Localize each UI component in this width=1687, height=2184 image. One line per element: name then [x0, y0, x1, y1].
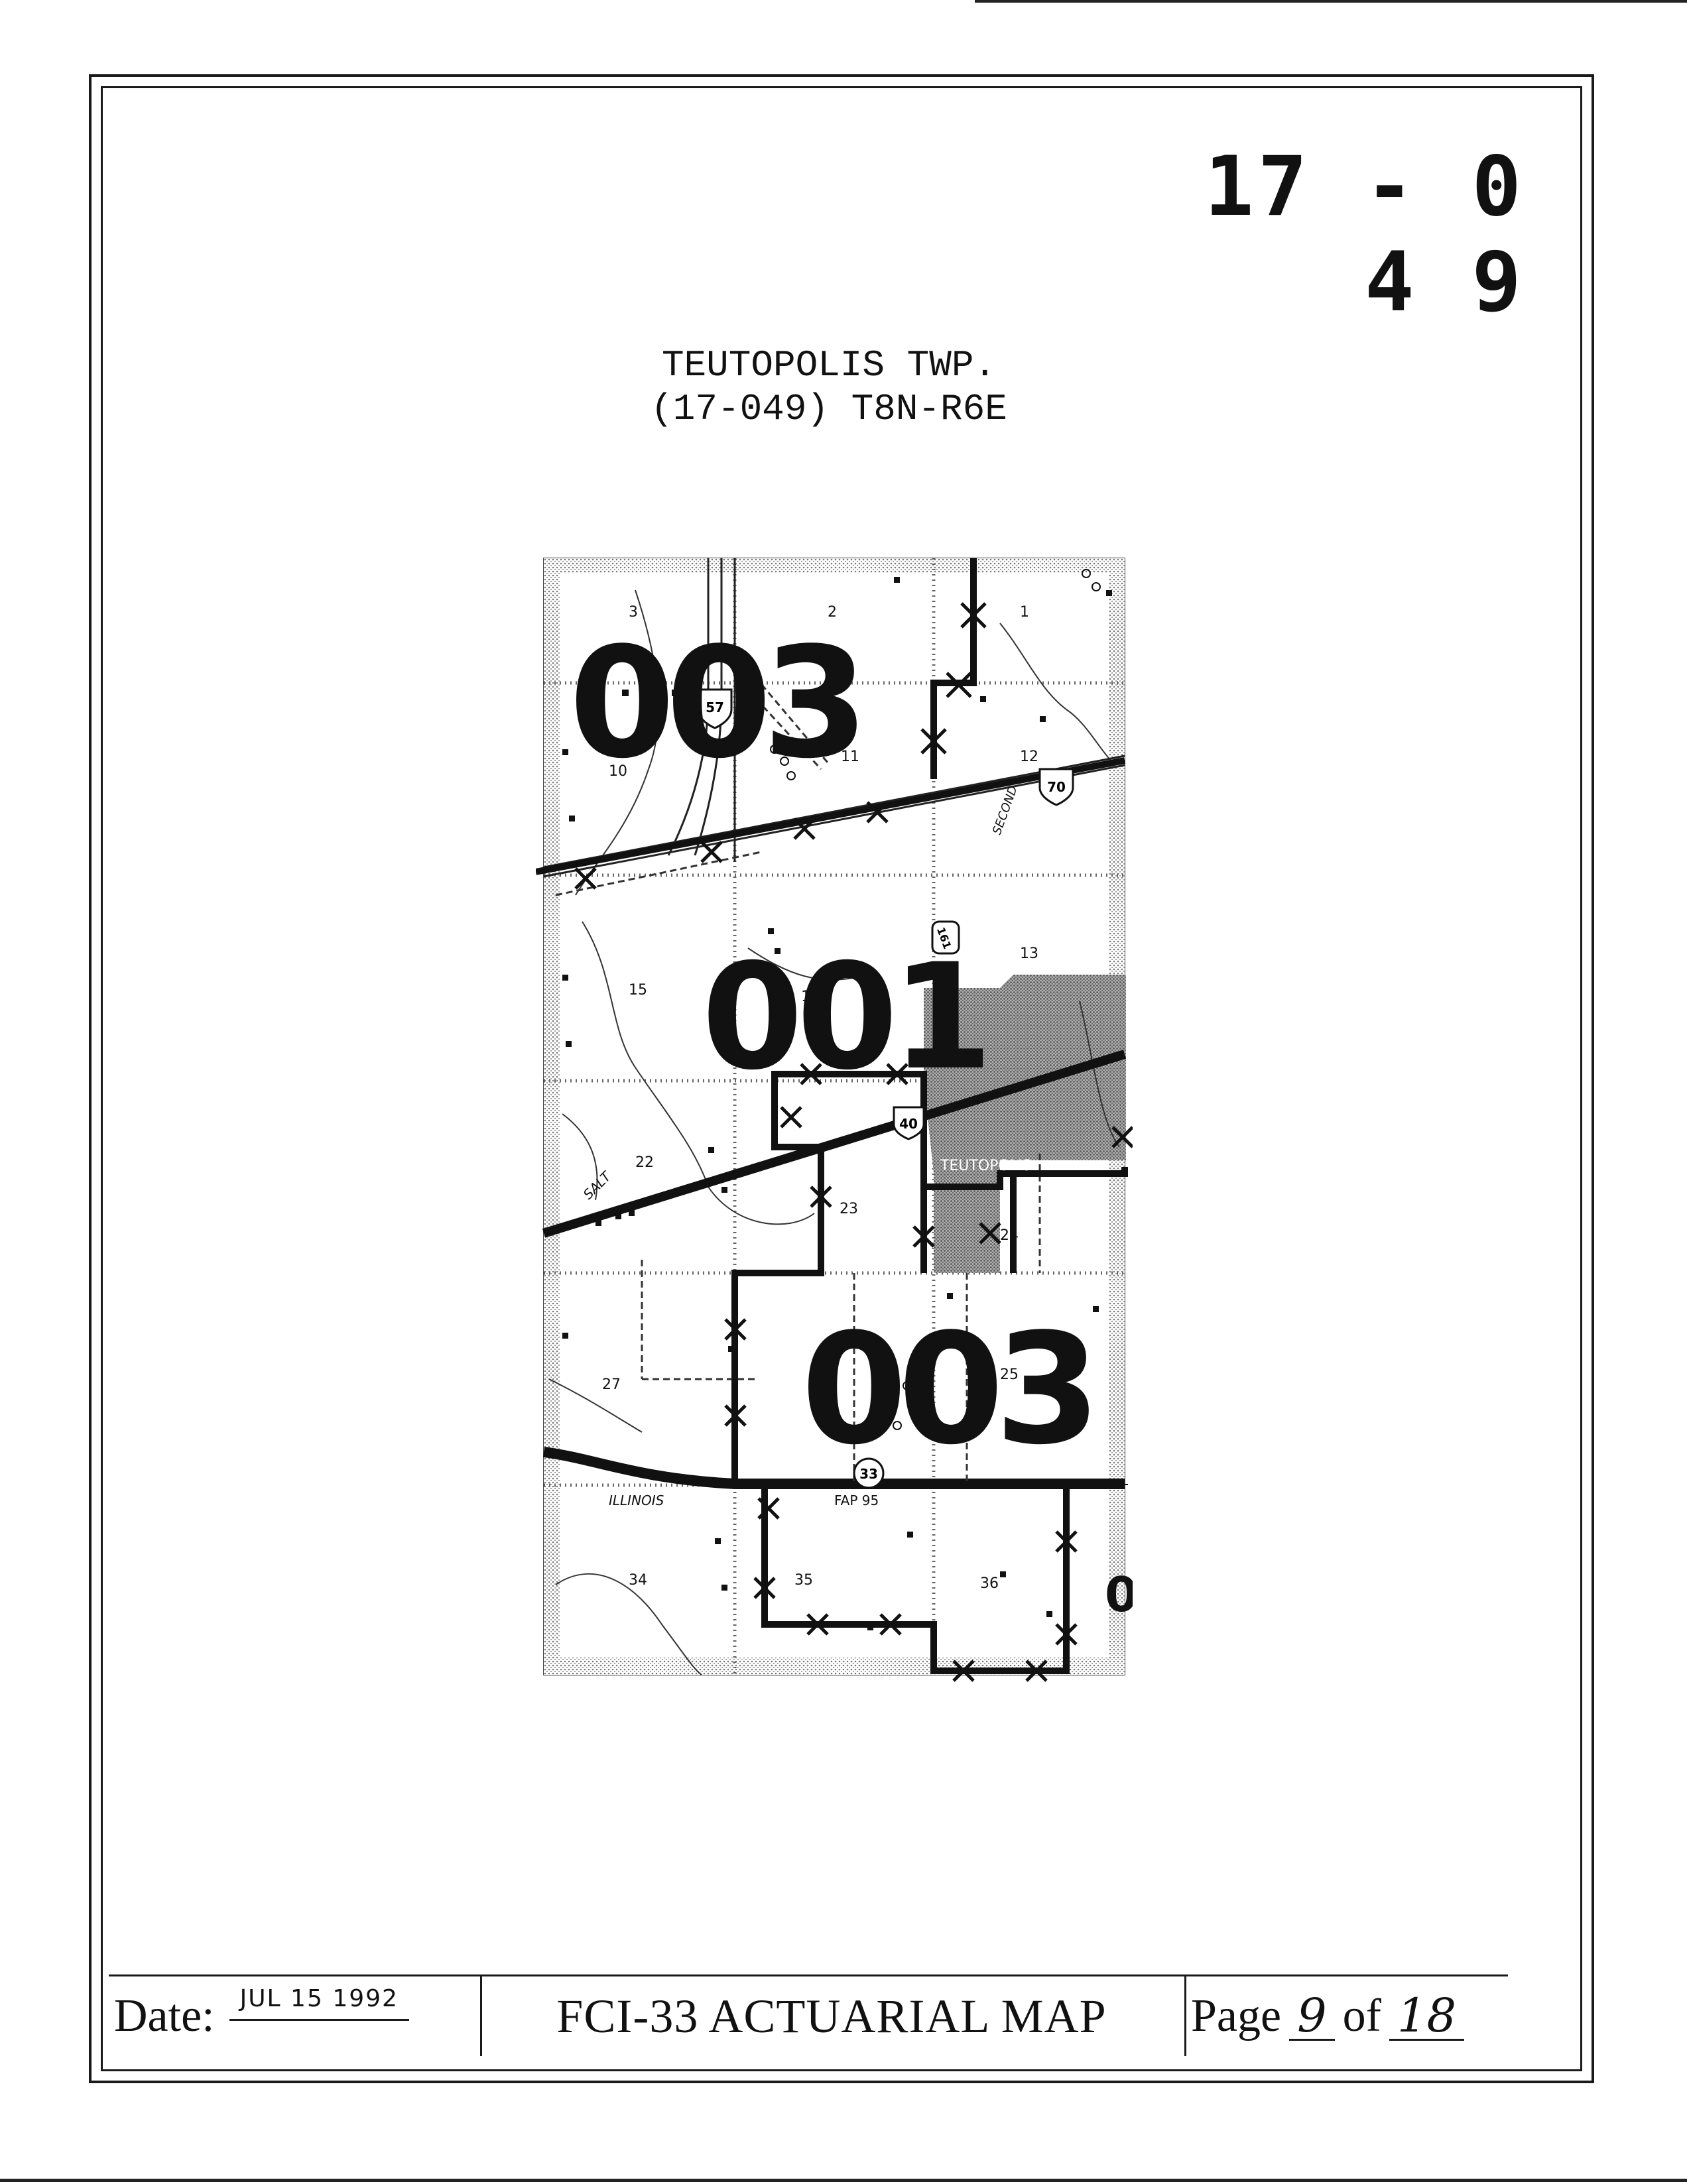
road-shields: 57 70 40 33 161 — [697, 688, 1074, 1489]
label-us40: 40 — [899, 1116, 918, 1132]
shield-il33: 33 — [853, 1457, 885, 1489]
section-25: 25 — [1000, 1366, 1019, 1383]
page-label: Page — [1191, 1990, 1282, 2041]
illinois-33-road — [542, 1447, 1125, 1489]
label-fap95: FAP 95 — [834, 1492, 879, 1508]
zone-label-003-north: 003 — [569, 615, 859, 792]
section-14: 14 — [801, 989, 820, 1005]
shield-161: 161 — [931, 920, 960, 955]
page-current: 9 — [1289, 1992, 1335, 2041]
label-il33: 33 — [859, 1466, 878, 1482]
section-10: 10 — [609, 763, 627, 780]
township-range: (17-049) T8N-R6E — [651, 388, 1007, 430]
section-34: 34 — [629, 1572, 647, 1589]
section-24: 24 — [1000, 1227, 1019, 1244]
section-27: 27 — [602, 1376, 621, 1393]
minor-roads — [555, 676, 1041, 1484]
farmsteads — [562, 577, 1112, 1630]
section-1: 1 — [1020, 604, 1029, 621]
page-total: 18 — [1389, 1992, 1465, 2041]
section-numbers: 3 2 1 10 11 12 15 14 13 22 23 24 27 26 2… — [602, 604, 1038, 1592]
urban-area — [924, 975, 1126, 1273]
section-26: 26 — [834, 1333, 853, 1350]
section-15: 15 — [629, 982, 647, 999]
zone-labels: 003 001 003 001 — [569, 615, 1133, 1622]
section-3: 3 — [629, 604, 638, 621]
section-11: 11 — [841, 749, 859, 765]
section-36: 36 — [980, 1575, 999, 1592]
zone-label-001-southeast: 001 — [1105, 1567, 1133, 1622]
boundary-ticks — [574, 602, 1133, 1682]
section-35: 35 — [794, 1572, 813, 1589]
map-type-title: FCI-33 ACTUARIAL MAP — [556, 1989, 1107, 2043]
scan-edge-top — [975, 0, 1687, 3]
map-title-block: TEUTOPOLIS TWP. (17-049) T8N-R6E — [464, 343, 1194, 431]
footer-bar: Date: JUL 15 1992 FCI-33 ACTUARIAL MAP P… — [109, 1974, 1509, 2056]
zone-boundary-i70 — [536, 757, 1125, 875]
shield-us40: 40 — [893, 1106, 925, 1140]
edge-stipple-left — [544, 558, 560, 1675]
township-name: TEUTOPOLIS TWP. — [661, 344, 997, 387]
zone-label-001-center: 001 — [702, 932, 986, 1102]
page-frame-outer — [89, 74, 1594, 2083]
date-label: Date: — [114, 1990, 215, 2041]
page-indicator: Page 9 of 18 — [1191, 1976, 1509, 2056]
footer-divider-2 — [1184, 1976, 1186, 2056]
date-cell: Date: JUL 15 1992 — [114, 1976, 485, 2056]
label-i70: 70 — [1047, 779, 1066, 795]
section-23: 23 — [840, 1201, 858, 1217]
map-circles — [770, 569, 1101, 1430]
date-stamp: JUL 15 1992 — [229, 1985, 409, 2021]
section-12: 12 — [1020, 749, 1038, 765]
interstate-70 — [543, 755, 1125, 878]
township-map: 57 70 40 33 161 FAP 95 ILLINOIS SAL — [536, 550, 1133, 1684]
label-teutopolis: TEUTOPOLIS — [940, 1158, 1032, 1174]
section-13: 13 — [1020, 945, 1038, 962]
map-number: 17 - 0 4 9 — [1204, 139, 1525, 330]
footer-divider-1 — [480, 1976, 482, 2056]
page-frame-inner — [101, 86, 1582, 2071]
label-illinois: ILLINOIS — [609, 1492, 664, 1508]
zone-label-003-south: 003 — [801, 1302, 1092, 1479]
section-22: 22 — [635, 1154, 654, 1171]
township-map-svg: 57 70 40 33 161 FAP 95 ILLINOIS SAL — [536, 558, 1133, 1682]
scan-edge-bottom — [0, 2179, 1687, 2182]
zone-boundaries — [731, 558, 1128, 1674]
shield-i57: 57 — [697, 688, 733, 729]
us-40-road — [542, 1050, 1127, 1238]
section-2: 2 — [828, 604, 837, 621]
edge-stipple-top — [544, 558, 1125, 573]
shield-i70: 70 — [1038, 768, 1074, 806]
label-i57: 57 — [706, 699, 724, 715]
page-of: of — [1342, 1990, 1381, 2041]
